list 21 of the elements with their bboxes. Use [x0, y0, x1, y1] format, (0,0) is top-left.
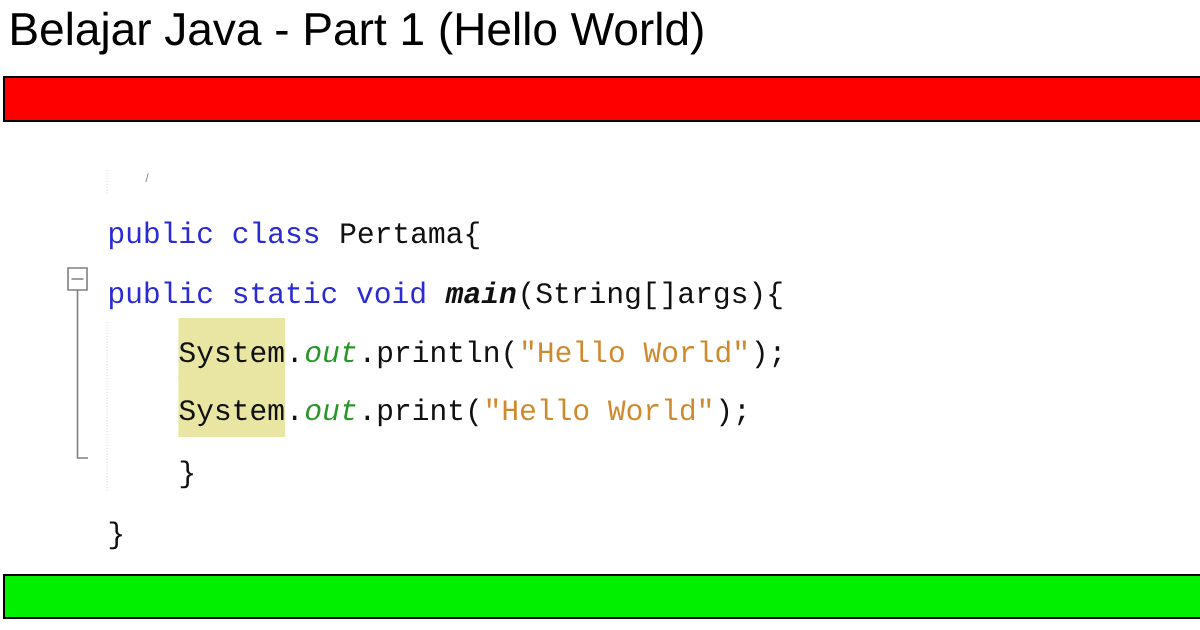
code-text: ); — [720, 398, 745, 427]
code-string: "Hello World" — [487, 398, 711, 421]
code-text: } — [109, 521, 122, 550]
code-text: (String[]args){ — [522, 281, 782, 310]
code-method-name: main — [445, 281, 516, 304]
code-text: ); — [755, 340, 780, 369]
code-text: System — [178, 318, 285, 379]
code-field: out — [306, 342, 356, 363]
code-text: } — [180, 460, 193, 489]
code-text: .print( — [365, 398, 478, 427]
code-text: System — [178, 376, 285, 437]
code-text: . — [292, 415, 297, 420]
code-text: / — [145, 173, 149, 183]
code-text: . — [292, 357, 297, 362]
code-keyword: public static void — [110, 281, 425, 310]
code-field: out — [306, 400, 356, 421]
code-text: .println( — [365, 340, 514, 369]
code-text: Pertama{ — [341, 221, 479, 250]
title: Belajar Java - Part 1 (Hello World) — [12, 11, 703, 55]
code-string: "Hello World" — [523, 340, 746, 363]
code-keyword: public class — [110, 221, 319, 250]
